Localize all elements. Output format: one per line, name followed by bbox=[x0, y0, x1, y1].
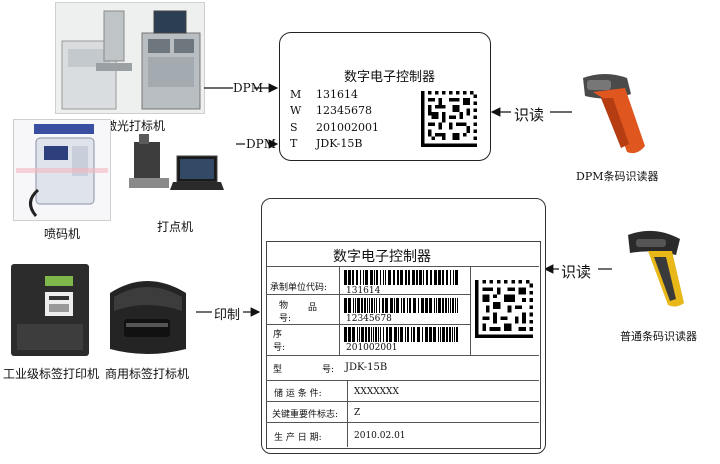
field-value: XXXXXXX bbox=[354, 387, 399, 397]
print-label: 印制 bbox=[214, 308, 241, 323]
barcode-icon bbox=[344, 327, 458, 342]
label-inner-frame bbox=[266, 241, 541, 449]
dpm-key: W bbox=[290, 104, 302, 117]
dpm-row-w: W 12345678 bbox=[290, 104, 372, 117]
label-qr-code-icon bbox=[475, 280, 533, 338]
barcode-icon bbox=[344, 270, 458, 285]
column-divider bbox=[339, 266, 340, 355]
dpm-card-title: 数字电子控制器 bbox=[344, 70, 436, 85]
dot-marking-machine-photo bbox=[129, 134, 224, 201]
row-divider bbox=[266, 266, 539, 267]
column-divider bbox=[347, 380, 348, 447]
column-divider bbox=[470, 266, 471, 355]
field-value: 131614 bbox=[346, 286, 381, 296]
field-label: 号: bbox=[322, 365, 335, 375]
row-divider bbox=[266, 324, 470, 325]
dpm-value: JDK-15B bbox=[316, 137, 363, 150]
row-divider bbox=[266, 355, 539, 356]
barcode-icon bbox=[344, 298, 458, 313]
field-label: 承制单位代码: bbox=[270, 283, 328, 293]
dpm-row-t: T JDK-15B bbox=[290, 137, 362, 150]
dpm-value: 201002001 bbox=[316, 121, 379, 134]
commercial-caption: 商用标签打标机 bbox=[105, 367, 190, 381]
field-label: 储 运 条 件: bbox=[274, 389, 322, 399]
field-value: JDK-15B bbox=[345, 362, 388, 373]
row-divider bbox=[266, 401, 539, 402]
read-label-2: 识读 bbox=[561, 263, 592, 281]
dpm-datamatrix-icon bbox=[421, 91, 477, 147]
dpm-key: M bbox=[290, 88, 302, 101]
dpm-value: 12345678 bbox=[316, 104, 372, 117]
normal-reader-photo bbox=[614, 225, 706, 311]
dpm-value: 131614 bbox=[316, 88, 358, 101]
commercial-label-printer-photo bbox=[104, 269, 191, 359]
dpm-row-s: S 201002001 bbox=[290, 121, 379, 134]
field-value: 201002001 bbox=[346, 343, 398, 353]
field-value: 2010.02.01 bbox=[354, 431, 406, 441]
row-divider bbox=[266, 422, 539, 423]
field-label: 号: bbox=[279, 314, 292, 324]
industrial-label-printer-photo bbox=[9, 262, 91, 358]
normal-reader-caption: 普通条码识读器 bbox=[620, 330, 697, 343]
field-label: 号: bbox=[273, 343, 286, 353]
field-label: 生 产 日 期: bbox=[274, 433, 322, 443]
field-label: 品 bbox=[308, 303, 318, 313]
dpm-key: T bbox=[290, 137, 298, 150]
field-label: 物 bbox=[279, 301, 289, 311]
dpm-key: S bbox=[290, 121, 298, 134]
label-title: 数字电子控制器 bbox=[333, 249, 431, 265]
dpm-label-2: DPM bbox=[246, 137, 276, 151]
dpm-card: 数字电子控制器 M 131614 W 12345678 S 201002001 T JD… bbox=[279, 32, 491, 161]
read-label-1: 识读 bbox=[514, 106, 545, 124]
dpm-label-1: DPM bbox=[233, 81, 263, 95]
row-divider bbox=[266, 294, 470, 295]
field-label: 关键重要件标志: bbox=[272, 410, 339, 420]
laser-marking-machine-photo bbox=[55, 2, 205, 114]
dpm-reader-photo bbox=[575, 68, 659, 160]
dot-caption: 打点机 bbox=[157, 220, 194, 234]
field-label: 型 bbox=[273, 365, 283, 375]
dpm-row-m: M 131614 bbox=[290, 88, 358, 101]
field-label: 序 bbox=[273, 330, 283, 340]
row-divider bbox=[266, 380, 539, 381]
dpm-reader-caption: DPM条码识读器 bbox=[576, 170, 659, 183]
inkjet-caption: 喷码机 bbox=[44, 227, 81, 241]
field-value: 12345678 bbox=[346, 314, 392, 324]
industrial-caption: 工业级标签打印机 bbox=[3, 367, 100, 381]
field-value: Z bbox=[354, 408, 361, 418]
inkjet-printer-photo bbox=[13, 119, 111, 221]
laser-caption: 激光打标机 bbox=[105, 119, 166, 133]
